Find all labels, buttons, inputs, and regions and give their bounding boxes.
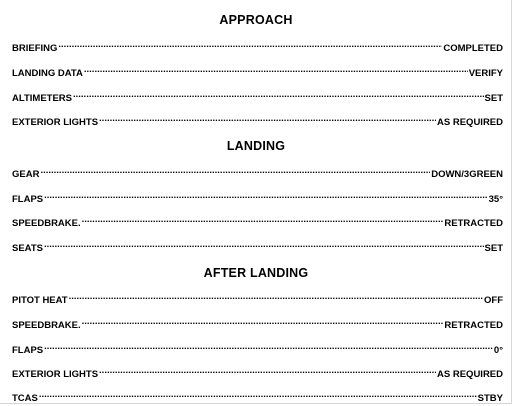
checklist-row: SPEEDBRAKE. RETRACTED bbox=[12, 316, 503, 331]
checklist-row: LANDING DATA VERIFY bbox=[12, 64, 503, 79]
checklist-row: SEATS SET bbox=[12, 239, 503, 254]
dot-leader bbox=[58, 39, 442, 51]
dot-leader bbox=[99, 113, 436, 125]
dot-leader bbox=[69, 291, 483, 303]
checklist-row: SPEEDBRAKE. RETRACTED bbox=[12, 214, 503, 229]
checklist-item-label: EXTERIOR LIGHTS bbox=[12, 369, 99, 380]
dot-leader bbox=[44, 190, 487, 202]
dot-leader bbox=[84, 64, 468, 76]
checklist-item-value: 0° bbox=[493, 345, 503, 356]
checklist-row: PITOT HEAT OFF bbox=[12, 291, 503, 306]
dot-leader bbox=[73, 89, 484, 101]
checklist-row: EXTERIOR LIGHTS AS REQUIRED bbox=[12, 365, 503, 380]
section-title-landing: LANDING bbox=[226, 139, 286, 153]
checklist-item-value: STBY bbox=[477, 393, 503, 404]
checklist-item-value: RETRACTED bbox=[444, 218, 503, 229]
checklist-row: BRIEFING COMPLETED bbox=[12, 39, 503, 54]
checklist-row: GEAR DOWN/3GREEN bbox=[12, 165, 503, 180]
checklist-item-label: SEATS bbox=[12, 243, 43, 254]
checklist-row: ALTIMETERS SET bbox=[12, 89, 503, 104]
checklist-item-label: GEAR bbox=[12, 169, 40, 180]
dot-leader bbox=[39, 389, 477, 401]
dot-leader bbox=[44, 239, 484, 251]
checklist-item-value: OFF bbox=[484, 295, 503, 306]
section-title-approach: APPROACH bbox=[219, 13, 293, 27]
dot-leader bbox=[40, 165, 430, 177]
checklist-item-value: DOWN/3GREEN bbox=[431, 169, 503, 180]
checklist-item-label: TCAS bbox=[12, 393, 38, 404]
checklist-item-value: SET bbox=[484, 243, 503, 254]
checklist-item-label: FLAPS bbox=[12, 345, 44, 356]
checklist-item-value: AS REQUIRED bbox=[437, 369, 503, 380]
checklist-item-value: 35° bbox=[488, 194, 503, 205]
section-title-after-landing: AFTER LANDING bbox=[203, 266, 309, 280]
checklist-row: FLAPS 0° bbox=[12, 341, 503, 356]
checklist-item-value: SET bbox=[484, 93, 503, 104]
checklist-item-label: SPEEDBRAKE. bbox=[12, 320, 81, 331]
checklist-item-value: COMPLETED bbox=[443, 43, 503, 54]
checklist-row: EXTERIOR LIGHTS AS REQUIRED bbox=[12, 113, 503, 128]
dot-leader bbox=[82, 316, 444, 328]
checklist-item-label: PITOT HEAT bbox=[12, 295, 68, 306]
dot-leader bbox=[44, 341, 493, 353]
dot-leader bbox=[82, 214, 444, 226]
checklist-item-label: BRIEFING bbox=[12, 43, 58, 54]
checklist-item-label: EXTERIOR LIGHTS bbox=[12, 117, 99, 128]
checklist-item-value: RETRACTED bbox=[444, 320, 503, 331]
checklist-item-label: ALTIMETERS bbox=[12, 93, 72, 104]
checklist-row: FLAPS 35° bbox=[12, 190, 503, 205]
checklist-item-label: LANDING DATA bbox=[12, 68, 83, 79]
checklist-item-label: SPEEDBRAKE. bbox=[12, 218, 81, 229]
checklist-item-value: VERIFY bbox=[468, 68, 503, 79]
dot-leader bbox=[99, 365, 436, 377]
checklist-item-label: FLAPS bbox=[12, 194, 44, 205]
checklist-row: TCAS STBY bbox=[12, 389, 503, 404]
checklist-item-value: AS REQUIRED bbox=[437, 117, 503, 128]
